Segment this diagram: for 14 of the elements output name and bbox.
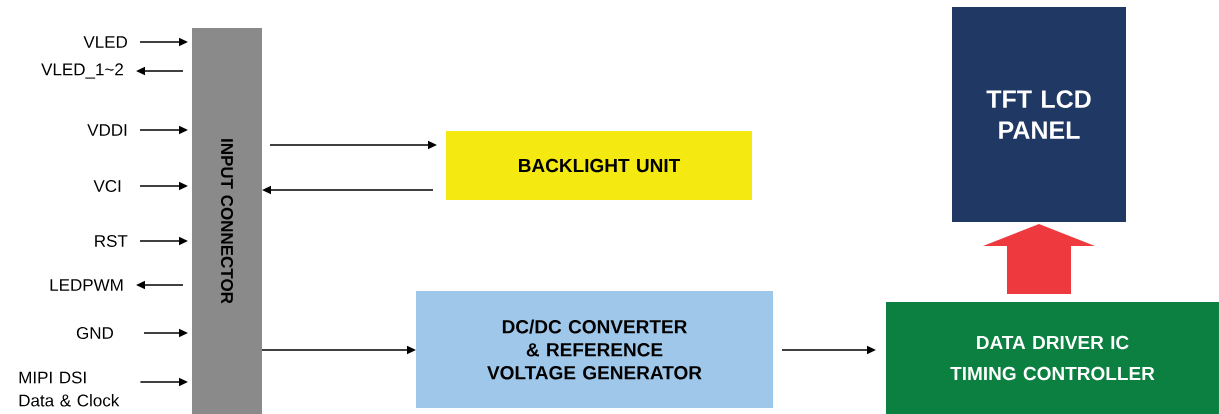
block-box: BACKLIGHT UNIT	[446, 131, 752, 200]
signal-label: VDDI	[87, 124, 127, 136]
signal-label: VCI	[93, 179, 121, 192]
block-box: DC/DC CONVERTER & REFERENCE VOLTAGE GENERATOR	[416, 291, 773, 408]
signal-label: LEDPWM	[50, 279, 123, 291]
signal-label: RST	[95, 234, 128, 247]
signal-label: VLED_1~2	[41, 63, 123, 79]
block-box: DATA DRIVER IC TIMING CONTROLLER	[886, 302, 1219, 414]
signal-label: VLED	[83, 36, 127, 48]
block-box: INPUT CONNECTOR	[192, 28, 262, 414]
signal-label: MIPI DSI Data & Clock	[19, 371, 120, 407]
block-arrow	[983, 224, 1095, 294]
block-box: TFT LCD PANEL	[952, 7, 1126, 222]
signal-label: GND	[76, 326, 113, 339]
